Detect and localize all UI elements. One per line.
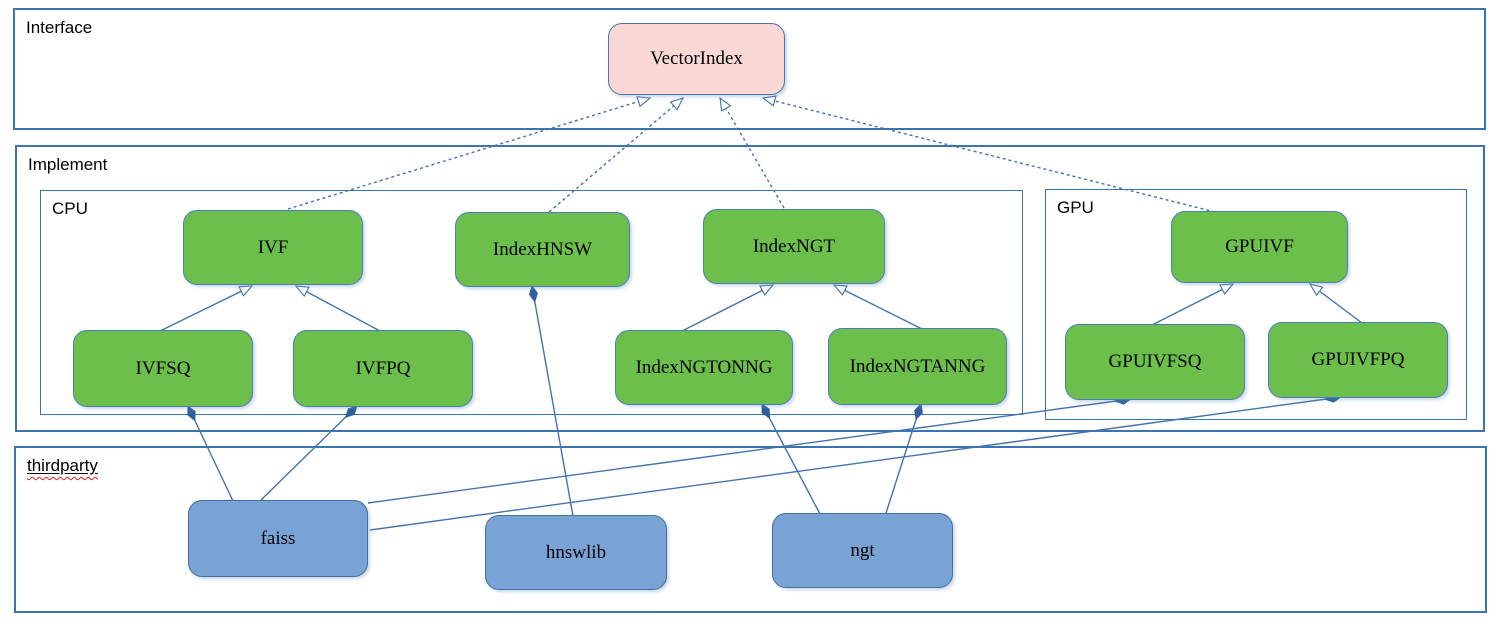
- node-indexngtonng-label: IndexNGTONNG: [635, 356, 773, 378]
- node-gpuivf-label: GPUIVF: [1225, 236, 1294, 257]
- node-ivf-label: IVF: [257, 236, 289, 258]
- node-gpuivfsq-label: GPUIVFSQ: [1108, 351, 1202, 372]
- node-indexhnsw: IndexHNSW: [455, 212, 630, 287]
- node-gpuivfpq-label: GPUIVFPQ: [1311, 349, 1405, 370]
- node-ivfpq-label: IVFPQ: [355, 357, 411, 379]
- node-gpuivf: GPUIVF: [1171, 211, 1348, 283]
- container-interface-label: Interface: [26, 18, 93, 37]
- node-vectorindex: VectorIndex: [608, 23, 785, 95]
- node-indexngtonng: IndexNGTONNG: [615, 330, 793, 405]
- container-gpu-label: GPU: [1057, 198, 1094, 217]
- node-ngt-label: ngt: [850, 539, 875, 561]
- node-indexngt-label: IndexNGT: [752, 235, 836, 257]
- node-gpuivfsq: GPUIVFSQ: [1065, 324, 1245, 400]
- node-indexngt: IndexNGT: [703, 209, 885, 284]
- node-hnswlib: hnswlib: [485, 515, 667, 590]
- container-thirdparty-label: thirdparty: [27, 456, 98, 475]
- node-hnswlib-label: hnswlib: [545, 541, 607, 563]
- node-ivf: IVF: [183, 210, 363, 285]
- node-faiss-label: faiss: [260, 527, 296, 549]
- node-ivfsq-label: IVFSQ: [135, 357, 191, 379]
- node-faiss: faiss: [188, 500, 368, 577]
- node-indexngtanng-label: IndexNGTANNG: [849, 355, 986, 377]
- node-ivfpq: IVFPQ: [293, 330, 473, 407]
- node-vectorindex-label: VectorIndex: [650, 48, 743, 69]
- node-gpuivfpq: GPUIVFPQ: [1268, 322, 1448, 398]
- node-indexhnsw-label: IndexHNSW: [492, 238, 593, 260]
- node-ngt: ngt: [772, 513, 953, 588]
- container-cpu-label: CPU: [52, 199, 88, 218]
- node-indexngtanng: IndexNGTANNG: [828, 328, 1007, 405]
- node-ivfsq: IVFSQ: [73, 330, 253, 407]
- container-implement-label: Implement: [28, 155, 108, 174]
